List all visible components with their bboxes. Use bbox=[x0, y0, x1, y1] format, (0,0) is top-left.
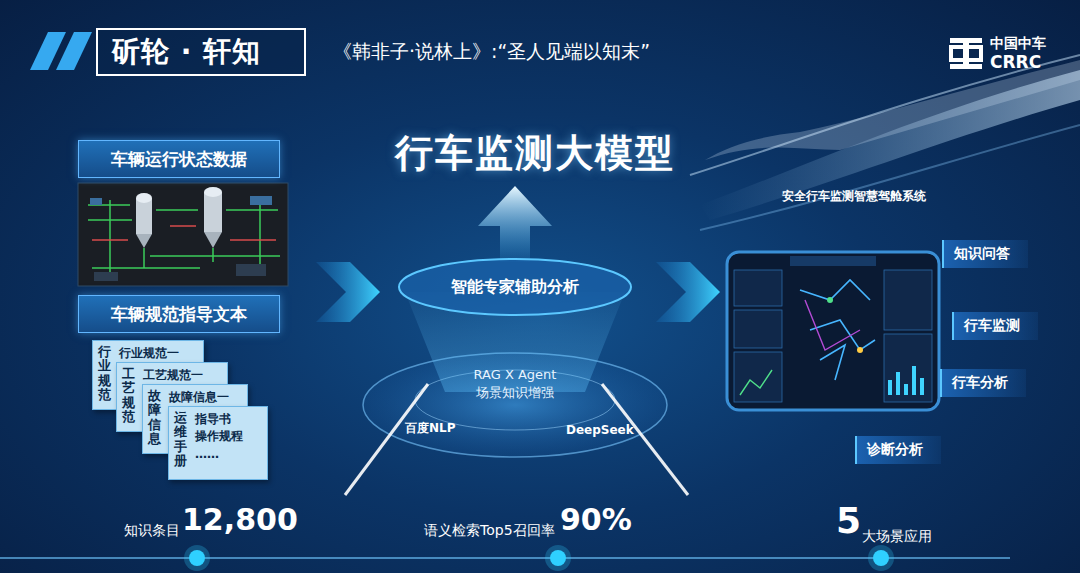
dashboard-screen-part bbox=[734, 270, 782, 306]
scene-tag: 知识问答 bbox=[942, 240, 1028, 268]
crrc-logo-mark-part bbox=[951, 47, 981, 60]
logo-text: CRRC bbox=[990, 53, 1041, 72]
dashboard-screen-part bbox=[890, 366, 922, 395]
timeline bbox=[0, 545, 1010, 571]
timeline-part bbox=[545, 545, 571, 571]
scada-screenshot-part bbox=[88, 200, 280, 280]
dashboard-screen-part bbox=[734, 310, 782, 348]
box-text: 斫轮 · 轩知 bbox=[112, 33, 261, 71]
dashboard-screen-part bbox=[884, 270, 932, 330]
scada-screenshot-part bbox=[204, 187, 222, 197]
dashboard-screen-part bbox=[727, 252, 939, 410]
scada-screenshot bbox=[78, 183, 288, 286]
dashboard-screen-part bbox=[740, 370, 772, 395]
card-item: 故障信息一 bbox=[169, 389, 229, 406]
timeline-part bbox=[189, 550, 205, 566]
scada-screenshot-part bbox=[90, 198, 102, 205]
box-text: 行车监测 bbox=[964, 317, 1020, 335]
logo-text: 中国中车 bbox=[990, 36, 1046, 51]
card-items: 指导书操作规程…… bbox=[195, 411, 243, 475]
scada-screenshot-part bbox=[236, 264, 266, 276]
stat-caption: 知识条目 bbox=[124, 523, 180, 538]
model-name: DeepSeek bbox=[566, 424, 634, 437]
card-item: …… bbox=[195, 446, 243, 463]
scada-screenshot-part bbox=[94, 272, 118, 281]
vertical-heading: 运维手册 bbox=[174, 411, 187, 475]
scada-screenshot-part bbox=[136, 193, 152, 203]
header-stripes bbox=[30, 32, 92, 70]
box-text: 行车分析 bbox=[952, 374, 1008, 392]
source-label-box: 车辆运行状态数据 bbox=[78, 140, 280, 178]
center-platform-part bbox=[478, 186, 552, 262]
center-platform bbox=[345, 186, 688, 495]
vertical-heading: 工艺规范 bbox=[122, 367, 135, 427]
box-text: 智能专家辅助分析 bbox=[451, 277, 579, 298]
chevron-arrows-part bbox=[316, 262, 380, 322]
stat-number: 5 bbox=[836, 501, 861, 541]
scene-tag: 行车分析 bbox=[940, 369, 1026, 397]
train-illustration-part bbox=[705, 60, 1080, 160]
box-text: 知识问答 bbox=[954, 245, 1010, 263]
disk-ellipse bbox=[399, 259, 631, 315]
quote-text: 《韩非子·说林上》:“圣人见端以知末” bbox=[333, 41, 650, 62]
source-label-box: 车辆规范指导文本 bbox=[78, 295, 280, 333]
dashboard-screen-part bbox=[884, 334, 932, 402]
timeline-part bbox=[0, 557, 1010, 559]
header-stripes-part bbox=[56, 32, 92, 70]
dashboard-screen-part bbox=[827, 297, 833, 303]
center-platform-part bbox=[602, 384, 688, 495]
card-item: 行业规范一 bbox=[119, 345, 179, 362]
scada-screenshot-part bbox=[136, 234, 152, 248]
card-item: 操作规程 bbox=[195, 428, 243, 445]
train-illustration bbox=[690, 55, 1080, 230]
scada-screenshot-part bbox=[250, 196, 272, 205]
scada-screenshot-part bbox=[204, 192, 222, 232]
card-item: 指导书 bbox=[195, 411, 243, 428]
slide-title: 行车监测大模型 bbox=[365, 128, 705, 179]
center-platform-part bbox=[345, 384, 428, 495]
vertical-heading: 行业规范 bbox=[98, 345, 111, 405]
crrc-logo-mark bbox=[950, 38, 982, 69]
box-text: 诊断分析 bbox=[867, 441, 923, 459]
document-card: 运维手册指导书操作规程…… bbox=[168, 406, 268, 480]
dashboard-screen bbox=[727, 252, 939, 410]
timeline-part bbox=[868, 545, 894, 571]
scada-screenshot-part bbox=[136, 198, 152, 234]
stat-number: 90% bbox=[560, 503, 632, 536]
box-text: RAG X Agent 场景知识增强 bbox=[469, 366, 561, 401]
scada-screenshot-part bbox=[92, 226, 276, 240]
dashboard-screen-part bbox=[734, 352, 782, 402]
box-text: 车辆规范指导文本 bbox=[111, 303, 247, 326]
scene-tag: 行车监测 bbox=[952, 312, 1038, 340]
crrc-logo-mark-part bbox=[963, 38, 969, 69]
system-caption: 安全行车监测智慧驾舱系统 bbox=[782, 190, 926, 203]
dashboard-screen-part bbox=[805, 300, 860, 350]
scene-tag: 诊断分析 bbox=[855, 436, 941, 464]
dashboard-screen-part bbox=[800, 280, 875, 380]
dashboard-screen-part bbox=[790, 256, 876, 266]
rag-agent-text: RAG X Agent 场景知识增强 bbox=[469, 366, 561, 406]
model-name: 百度NLP bbox=[405, 422, 455, 435]
vertical-heading: 故障信息 bbox=[148, 389, 161, 449]
analysis-disk: 智能专家辅助分析 bbox=[397, 257, 633, 317]
center-platform-part bbox=[363, 353, 667, 457]
chevron-arrows-part bbox=[656, 262, 720, 322]
stat-caption: 语义检索Top5召回率 bbox=[424, 523, 555, 538]
card-item: 工艺规范一 bbox=[143, 367, 203, 384]
dashboard-screen-part bbox=[857, 347, 863, 353]
header-box: 斫轮 · 轩知 bbox=[96, 28, 306, 76]
timeline-part bbox=[550, 550, 566, 566]
timeline-part bbox=[184, 545, 210, 571]
timeline-part bbox=[873, 550, 889, 566]
stat-number: 12,800 bbox=[182, 503, 298, 536]
scada-screenshot-part bbox=[204, 232, 222, 248]
stat-caption: 大场景应用 bbox=[862, 529, 932, 544]
train-illustration-part bbox=[690, 55, 1080, 175]
box-text: 车辆运行状态数据 bbox=[111, 148, 247, 171]
scada-screenshot-part bbox=[78, 183, 288, 286]
